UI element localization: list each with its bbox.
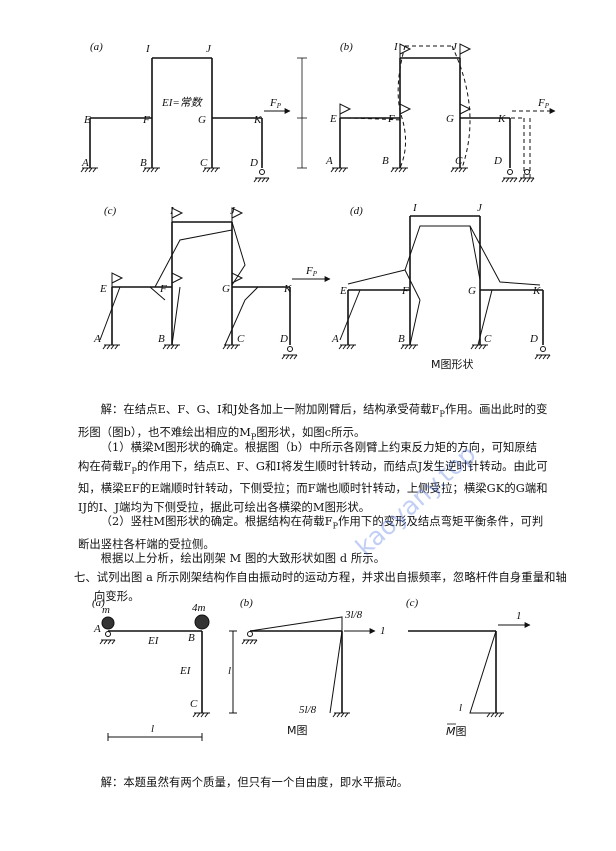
fig-b-node-i: I — [393, 41, 399, 53]
fig-d-caption: M图形状 — [431, 357, 474, 371]
figure2-a-frame — [99, 630, 237, 741]
fig-d-node-b: B — [398, 333, 405, 345]
fig-d-node-k: K — [532, 285, 541, 297]
figure-b-frame — [330, 43, 535, 183]
fig2-a-mass-m: m — [102, 604, 110, 616]
fig-a-node-g: G — [198, 114, 206, 126]
paragraph-beam-moment: （1）横梁M图形状的确定。根据图（b）中所示各刚臂上约束反力矩的方向，可知原结构… — [78, 441, 548, 514]
fig-c-node-a: A — [93, 333, 101, 345]
fig2-a-dim-h: l — [151, 723, 154, 735]
fig-b-node-f: F — [387, 113, 395, 125]
fig-c-load-label: FP — [305, 265, 318, 278]
fig-a-node-c: C — [200, 157, 208, 169]
fig-b-node-g: G — [446, 113, 454, 125]
fig-b-node-k: K — [497, 113, 506, 125]
fig-d-node-g: G — [468, 285, 476, 297]
fig-a-load-label: FP — [269, 97, 282, 110]
fig-b-node-e: E — [329, 113, 337, 125]
fig-a-node-d: D — [249, 157, 258, 169]
fig-c-node-f: F — [159, 283, 167, 295]
figure-d-frame — [338, 215, 551, 360]
fig-a-node-i: I — [145, 43, 151, 55]
fig-b-node-b: B — [382, 155, 389, 167]
fig-a-node-k: K — [253, 114, 262, 126]
fig-a-tag: (a) — [90, 41, 103, 53]
fig2-b-force-label: 1 — [380, 625, 386, 637]
fig-c-node-g: G — [222, 283, 230, 295]
fig-b-node-a: A — [325, 155, 333, 167]
fig-c-node-c: C — [237, 333, 245, 345]
fig2-a-mass-4m: 4m — [192, 602, 206, 614]
fig2-b-bottom-value: 5l/8 — [299, 704, 317, 716]
fig2-a-tag: (a) — [92, 597, 105, 609]
fig2-b-caption: M图 — [287, 724, 308, 737]
fig-c-node-d: D — [279, 333, 288, 345]
fig-d-node-d: D — [529, 333, 538, 345]
figure-c-frame — [99, 207, 298, 360]
fig2-a-node-b: B — [188, 632, 195, 644]
fig-c-node-j: J — [230, 205, 236, 217]
fig-d-node-i: I — [412, 202, 418, 214]
fig-c-node-e: E — [99, 283, 107, 295]
figure2-c-frame — [408, 630, 504, 718]
fig-d-node-j: J — [477, 202, 483, 214]
figure2-b-frame — [241, 616, 350, 718]
fig2-a-dim-v: l — [228, 665, 231, 677]
fig-b-node-j: J — [452, 41, 458, 53]
fig-d-node-e: E — [339, 285, 347, 297]
fig-a-node-j: J — [206, 43, 212, 55]
fig-a-node-f: F — [142, 114, 150, 126]
fig-a-node-b: B — [140, 157, 147, 169]
mass-m — [101, 616, 115, 630]
paragraph-solution-seven: 解：本题虽然有两个质量，但只有一个自由度，即水平振动。 — [100, 776, 409, 789]
question-seven: 七、试列出图 a 所示刚架结构作自由振动时的运动方程，并求出自振频率，忽略杆件自… — [74, 571, 567, 603]
fig-a-node-e: E — [83, 114, 91, 126]
fig2-a-ei-col: EI — [179, 665, 192, 677]
fig2-a-node-a: A — [93, 623, 101, 635]
fig2-b-tag: (b) — [240, 597, 253, 609]
fig-d-node-c: C — [484, 333, 492, 345]
fig-d-node-f: F — [401, 285, 409, 297]
fig-a-node-a: A — [81, 157, 89, 169]
fig2-b-top-value: 3l/8 — [344, 609, 363, 621]
fig-b-tag: (b) — [340, 41, 353, 53]
mass-4m — [194, 614, 210, 630]
fig-b-node-c: C — [455, 155, 463, 167]
fig-c-node-b: B — [158, 333, 165, 345]
paragraph-solution-intro: 解：在结点E、F、G、I和J处各加上一附加刚臂后，结构承受荷载FP作用。画出此时… — [78, 403, 548, 441]
fig2-a-ei-beam: EI — [147, 635, 160, 647]
fig-a-ei: EI=常数 — [161, 96, 204, 109]
fig-b-node-d: D — [493, 155, 502, 167]
fig-d-node-a: A — [331, 333, 339, 345]
fig-c-node-i: I — [169, 205, 175, 217]
fig2-c-caption: M图 — [446, 725, 467, 738]
fig2-c-bottom-value: l — [459, 702, 462, 714]
fig-c-node-k: K — [283, 283, 292, 295]
fig-b-load-label: FP — [537, 97, 550, 110]
figure-a-frame — [80, 57, 307, 183]
fig2-a-node-c: C — [190, 698, 198, 710]
paragraph-conclusion: 根据以上分析，绘出刚架 M 图的大致形状如图 d 所示。 — [100, 552, 386, 565]
fig2-c-force-label: 1 — [516, 610, 522, 622]
fig-d-tag: (d) — [350, 205, 363, 217]
fig-c-tag: (c) — [104, 205, 117, 217]
paragraph-column-moment: （2）竖柱M图形状的确定。根据结构在荷载FP作用下的变形及结点弯矩平衡条件，可判… — [78, 515, 544, 551]
fig2-c-tag: (c) — [406, 597, 419, 609]
